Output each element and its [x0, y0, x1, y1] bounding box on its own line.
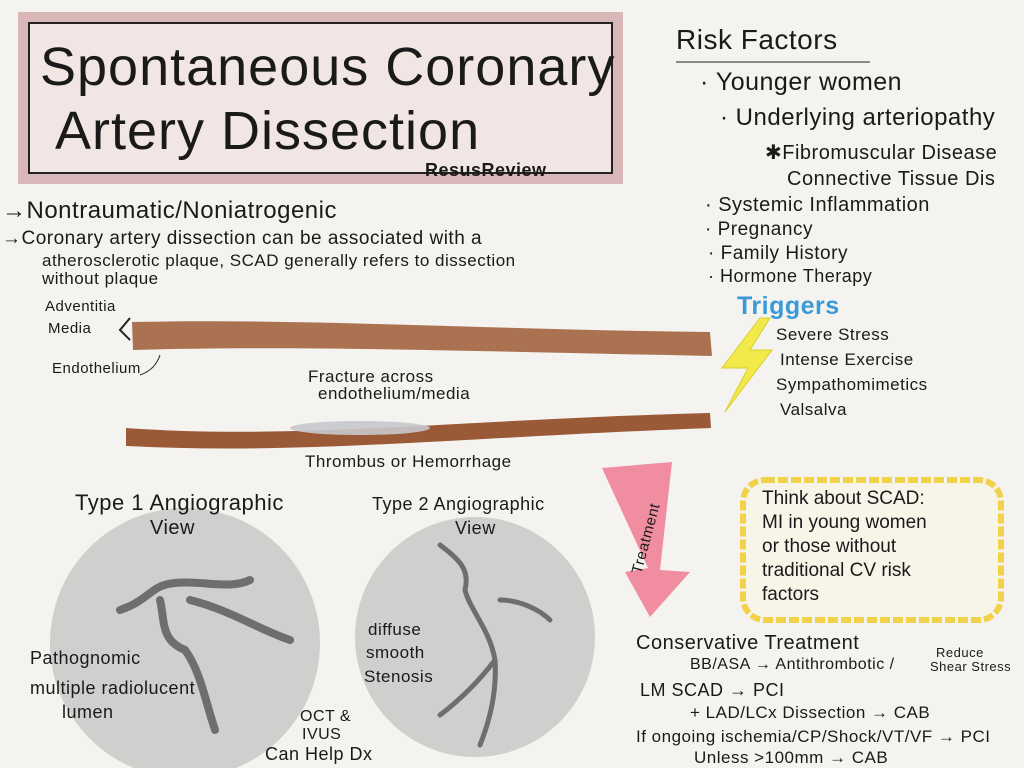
- treatment-reduce-2: Shear Stress: [930, 659, 1012, 674]
- type1-note-3: lumen: [62, 702, 114, 722]
- imaging-line-2: IVUS: [302, 726, 342, 743]
- definition-line-4: without plaque: [42, 269, 159, 288]
- label-fracture-2: endothelium/media: [318, 384, 471, 403]
- artery-normal: [132, 321, 712, 356]
- lightning-bolt-icon: [720, 317, 774, 413]
- definition-line-3: atherosclerotic plaque, SCAD generally r…: [42, 251, 516, 270]
- type2-heading: Type 2 Angiographic: [372, 494, 545, 514]
- type1-vessel: [116, 576, 294, 734]
- type2-note-3: Stenosis: [364, 667, 434, 686]
- title-banner: [18, 12, 623, 184]
- type1-angio-view: [50, 508, 320, 768]
- callout-line: factors: [762, 584, 820, 605]
- callout-line: Think about SCAD:: [762, 488, 925, 509]
- risk-item: Connective Tissue Dis: [787, 168, 996, 190]
- treatment-line-6: Unless >100mm → CAB: [694, 748, 889, 767]
- callout-box: [740, 477, 1004, 623]
- triggers-heading: Triggers: [737, 292, 840, 320]
- brand-logo: ResusReview: [425, 160, 547, 180]
- trigger-item: Intense Exercise: [780, 350, 914, 369]
- intramural-hematoma: [290, 421, 430, 435]
- callout-line: or those without: [762, 536, 897, 557]
- type2-vessel: [437, 542, 553, 748]
- type2-note-1: diffuse: [368, 620, 422, 639]
- callout-line: MI in young women: [762, 512, 927, 533]
- title-line-2: Artery Dissection: [55, 101, 481, 161]
- treatment-line-4: + LAD/LCx Dissection → CAB: [690, 703, 931, 722]
- label-thrombus: Thrombus or Hemorrhage: [305, 452, 512, 471]
- type1-note-1: Pathognomic: [30, 648, 141, 668]
- type2-angio-view: [355, 517, 595, 757]
- label-endothelium: Endothelium: [52, 360, 141, 377]
- callout-line: traditional CV risk: [762, 560, 911, 581]
- definition-line-1: →Nontraumatic/Noniatrogenic: [2, 197, 337, 224]
- risk-item: · Underlying arteriopathy: [720, 104, 996, 131]
- treatment-line-3: LM SCAD → PCI: [640, 680, 785, 700]
- risk-item: · Pregnancy: [705, 219, 813, 240]
- title-line-1: Spontaneous Coronary: [40, 37, 616, 97]
- treatment-arrow-icon: [602, 462, 690, 617]
- risk-item: · Hormone Therapy: [708, 266, 873, 286]
- risk-item: · Younger women: [700, 68, 903, 96]
- treatment-line-1: Conservative Treatment: [636, 632, 860, 654]
- imaging-line-3: Can Help Dx: [265, 744, 373, 764]
- treatment-reduce-1: Reduce: [936, 645, 984, 660]
- type1-heading-2: View: [150, 517, 195, 539]
- risk-factors-heading: Risk Factors: [676, 24, 838, 55]
- title-frame: [28, 22, 613, 174]
- label-adventitia: Adventitia: [45, 298, 116, 315]
- type1-heading: Type 1 Angiographic: [75, 490, 284, 515]
- trigger-item: Sympathomimetics: [776, 375, 928, 394]
- endothelium-pointer: [139, 354, 161, 376]
- treatment-line-2: BB/ASA → Antithrombotic /: [690, 656, 895, 673]
- trigger-item: Severe Stress: [776, 325, 890, 344]
- imaging-line-1: OCT &: [300, 708, 352, 725]
- type2-heading-2: View: [455, 518, 496, 538]
- risk-item: · Family History: [708, 243, 848, 264]
- definition-line-2: →Coronary artery dissection can be assoc…: [2, 228, 483, 249]
- treatment-line-5: If ongoing ischemia/CP/Shock/VT/VF → PCI: [636, 727, 991, 746]
- risk-item: ✱Fibromuscular Disease: [765, 142, 998, 164]
- type1-note-2: multiple radiolucent: [30, 678, 196, 698]
- label-media: Media: [48, 320, 92, 337]
- layer-bracket: [118, 317, 131, 341]
- callout-text: Think about SCAD: MI in young women or t…: [762, 487, 927, 607]
- type2-note-2: smooth: [366, 643, 425, 662]
- risk-item: · Systemic Inflammation: [705, 194, 930, 216]
- label-fracture-1: Fracture across: [308, 367, 434, 386]
- trigger-item: Valsalva: [780, 400, 847, 419]
